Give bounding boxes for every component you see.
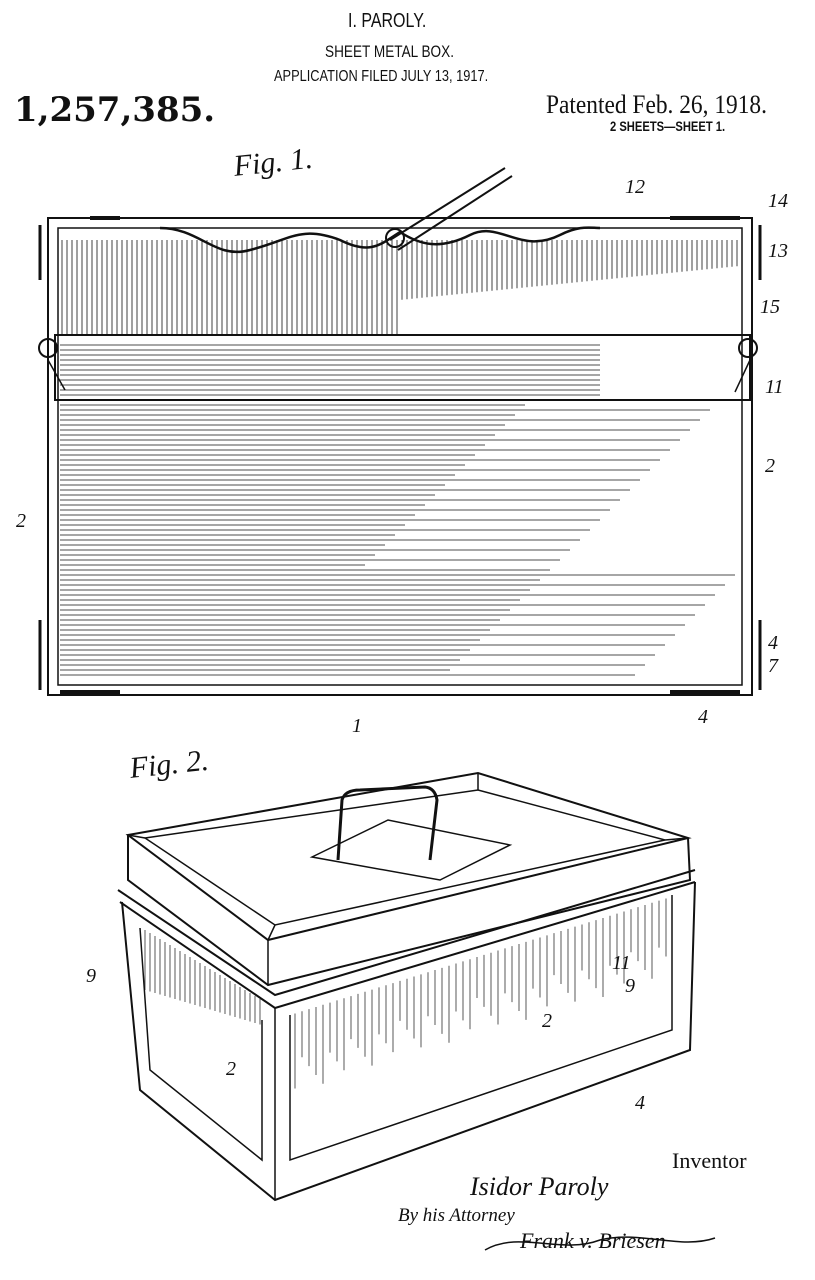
- ref-9-left: 9: [86, 965, 96, 987]
- ref-2-side: 2: [542, 1010, 552, 1032]
- ref-2-front: 2: [226, 1058, 236, 1080]
- inventor-signature: Isidor Paroly: [470, 1172, 609, 1201]
- patent-number: 1,257,385.: [14, 90, 216, 130]
- ref-2-left: 2: [16, 510, 26, 532]
- by-attorney-label: By his Attorney: [398, 1205, 515, 1226]
- ref-11: 11: [765, 376, 784, 398]
- ref-1: 1: [352, 715, 362, 737]
- ref-12: 12: [625, 176, 645, 198]
- ref-14: 14: [768, 190, 788, 212]
- attorney-signature-drawing: [484, 1236, 716, 1251]
- attorney-signature: Frank v. Briesen: [520, 1228, 666, 1253]
- inventor-label: Inventor: [672, 1148, 747, 1173]
- ref-4: 4: [768, 632, 778, 654]
- ref-11-fig2: 11: [612, 952, 631, 974]
- figure-2-perspective-view: [117, 771, 696, 1202]
- ref-9-right: 9: [625, 975, 635, 997]
- filing-date: APPLICATION FILED JULY 13, 1917.: [274, 68, 489, 85]
- ref-15: 15: [760, 296, 780, 318]
- ref-4-fig2: 4: [635, 1092, 645, 1114]
- ref-2-right: 2: [765, 455, 775, 477]
- sheet-count: 2 SHEETS—SHEET 1.: [610, 118, 726, 134]
- ref-4-bottom: 4: [698, 706, 708, 728]
- inventor-name: I. PAROLY.: [348, 10, 427, 32]
- patent-title: SHEET METAL BOX.: [325, 42, 454, 61]
- patent-date: Patented Feb. 26, 1918.: [546, 90, 767, 119]
- figure-1-section-view: [38, 167, 762, 696]
- ref-13: 13: [768, 240, 788, 262]
- ref-7: 7: [768, 655, 778, 677]
